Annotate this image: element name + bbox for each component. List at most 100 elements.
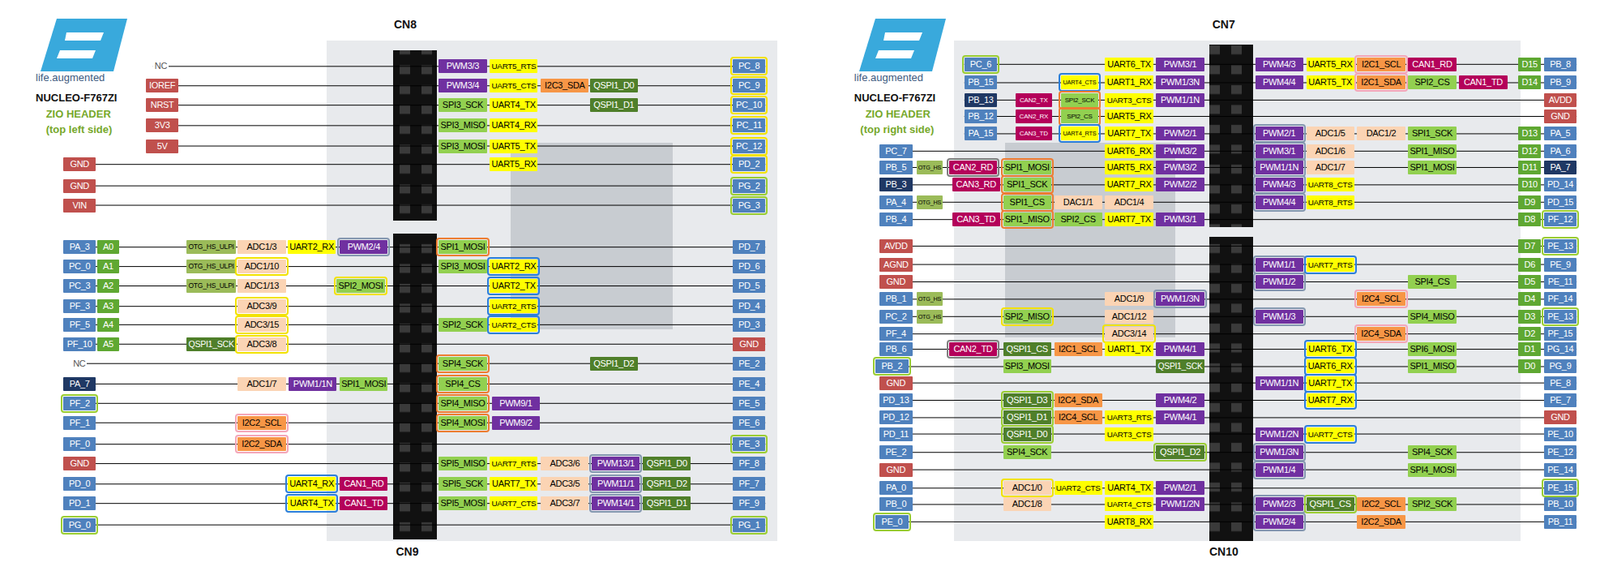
power-pin-label: GND [879,376,912,390]
spi-label: SPI3_SCK [438,98,487,112]
spi-label: SPI4_CS [1407,274,1456,289]
uart-label: UART7_TX [1104,126,1153,141]
pin-label: PF_5 [63,317,96,332]
pin-label: PB_4 [879,212,912,227]
connector-name: CN7 [1212,17,1236,31]
i2c-label: I2C4_SCL [1356,291,1405,306]
spi-label: SPI4_MISO [1407,309,1456,324]
pwm-label: PWM3/2 [1155,144,1204,159]
pin-wire [879,281,1577,283]
pin-wire [63,163,766,165]
uart-label: UART4_RX [489,118,538,133]
pwm-label: PWM1/1N [1255,160,1304,175]
pin-wire [964,99,1577,101]
uart-label: UART2_RX [287,239,336,254]
pin-label: PD_2 [732,157,766,172]
pin-wire [63,246,766,248]
pin-label: PD_0 [63,476,96,491]
pin-label: PE_5 [732,396,766,411]
pwm-label: PWM1/3N [1255,444,1304,459]
uart-label: UART2_CTS [1054,480,1103,495]
pin-wire [879,316,1577,317]
header-connector [393,233,437,540]
i2c-label: I2C1_SCL [1054,342,1103,356]
spi-label: SPI1_SCK [1407,126,1456,141]
uart-label: UART4_RX [287,476,336,491]
pin-wire [63,265,766,267]
pin-label: PA_3 [63,239,96,254]
pwm-label: PWM2/3 [1255,496,1304,511]
pin-label: PF_1 [63,415,96,430]
pwm-label: PWM1/1 [1255,257,1304,272]
uart-label: UART7_TX [1306,376,1355,390]
adc-label: ADC3/9 [237,299,286,313]
pin-label: PE_13 [1544,239,1577,253]
spi-label: SPI5_MOSI [438,496,487,510]
can-label: CAN2_TD [949,342,997,356]
power-pin-label: GND [1544,109,1577,124]
adc-label: DAC1/2 [1356,126,1405,141]
power-pin-label: GND [63,179,96,193]
pin-label: PF_7 [732,476,766,491]
adc-label: ADC3/5 [540,476,589,491]
spi-label: SPI2_CS [1054,212,1103,227]
pwm-label: PWM3/1 [1255,144,1304,159]
arduino-label: D13 [1518,126,1541,141]
power-pin-label: GND [732,337,766,351]
uart-label: UART3_CTS [1104,427,1153,441]
spi-label: SPI6_MOSI [1407,342,1456,356]
pin-label: PB_0 [879,496,912,511]
pin-label: PC_11 [732,118,766,133]
pin-label: PE_4 [732,376,766,391]
pwm-label: PWM4/1 [1155,342,1204,356]
uart-label: UART2_CTS [489,317,538,332]
spi-label: SPI2_SCK [438,317,487,332]
pin-label: PE_2 [732,356,766,371]
qspi-label: QSPI1_D1 [590,98,638,112]
arduino-label: A1 [97,259,120,274]
qspi-label: QSPI1_D3 [1003,393,1052,407]
connector-name: CN9 [395,544,419,558]
uart-label: UART1_TX [1104,342,1153,356]
power-pin-label: 5V [145,139,179,154]
pwm-label: PWM4/1 [1155,410,1204,424]
pin-wire [879,416,1577,418]
pin-label: PD_14 [1544,177,1577,192]
spi-label: SPI1_MISO [1003,212,1052,227]
i2c-label: I2C4_SDA [1054,393,1103,407]
pwm-label: PWM2/1 [1155,480,1204,495]
spi-label: SPI3_MOSI [1003,359,1052,373]
pin-wire [879,382,1577,384]
arduino-label: A5 [97,337,120,351]
arduino-label: D7 [1518,239,1541,253]
adc-label: ADC1/9 [1104,291,1153,306]
adc-label: ADC1/4 [1104,195,1153,210]
pin-wire [879,487,1577,488]
uart-label: UART5_RX [1104,160,1153,175]
pin-label: PE_10 [1544,427,1577,441]
power-pin-label: GND [879,462,912,477]
pwm-label: PWM4/3 [1255,57,1304,72]
pin-label: PD_7 [732,239,766,254]
spi-label: SPI5_SCK [438,476,487,491]
pwm-label: PWM1/2N [1155,496,1204,511]
pin-wire [71,363,766,364]
pwm-label: PWM3/1 [1155,57,1204,72]
pin-label: PB_10 [1544,496,1577,511]
can-label: CAN3_TD [952,212,1001,227]
pin-wire [63,422,766,424]
arduino-label: D11 [1518,160,1541,175]
header-title: (top right side) [859,123,934,136]
uart-label: UART5_RTS [489,59,538,73]
can-label: CAN3_RD [952,177,1001,192]
otg-label: OTG_HS [916,160,944,175]
uart-label: UART5_RX [489,157,538,172]
pin-wire [879,264,1577,266]
pin-label: PB_5 [879,160,912,175]
header-connector [393,50,437,221]
pwm-label: PWM1/1N [1255,376,1304,390]
spi-label: SPI1_MOSI [1407,160,1456,175]
adc-label: ADC1/7 [237,376,286,391]
spi-label: SPI4_SCK [438,356,487,371]
pin-label: PB_2 [875,359,908,373]
